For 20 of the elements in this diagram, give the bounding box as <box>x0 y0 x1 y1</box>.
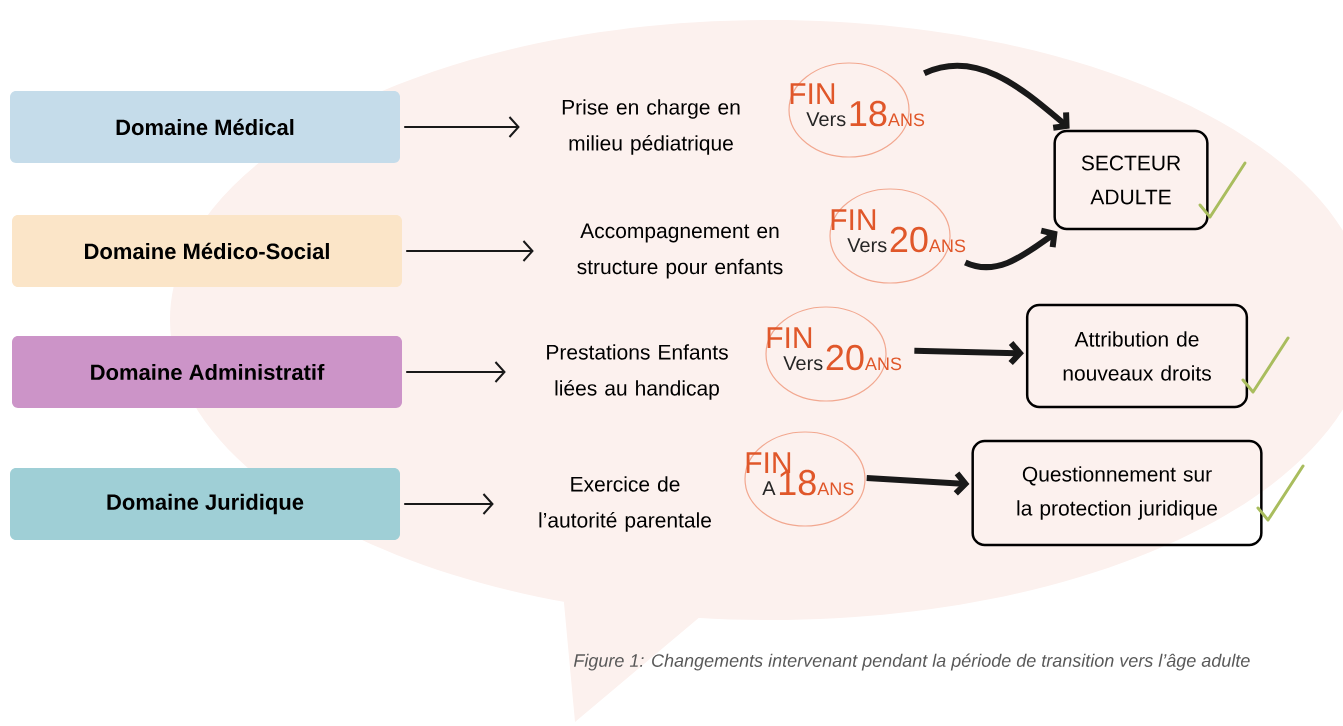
figure-caption: Figure 1: Changements intervenant pendant la période de transition vers l’âge adulte <box>573 653 1250 671</box>
domain-box: Domaine Médical <box>10 91 400 163</box>
step-text: Prestations Enfants liées au handicap <box>547 344 728 400</box>
arrow <box>403 116 520 138</box>
arrow <box>405 361 506 383</box>
outcome-box: Questionnement sur la protection juridique <box>971 439 1263 547</box>
domain-box: Domaine Juridique <box>10 468 400 540</box>
arrow <box>914 341 1024 366</box>
domain-box: Domaine Médico-Social <box>12 215 402 287</box>
step-text: Accompagnement en structure pour enfants <box>577 223 783 279</box>
domain-box: Domaine Administratif <box>12 336 402 408</box>
arrow <box>405 240 534 262</box>
arrow <box>923 62 1070 131</box>
step-text: Exercice de l’autorité parentale <box>539 476 711 532</box>
arrow <box>403 493 494 515</box>
outcome-box: SECTEUR ADULTE <box>1053 129 1209 231</box>
arrow <box>964 227 1058 271</box>
outcome-box: Attribution de nouveaux droits <box>1025 303 1249 409</box>
step-text: Prise en charge en milieu pédiatrique <box>562 99 740 155</box>
arrow <box>866 471 970 496</box>
